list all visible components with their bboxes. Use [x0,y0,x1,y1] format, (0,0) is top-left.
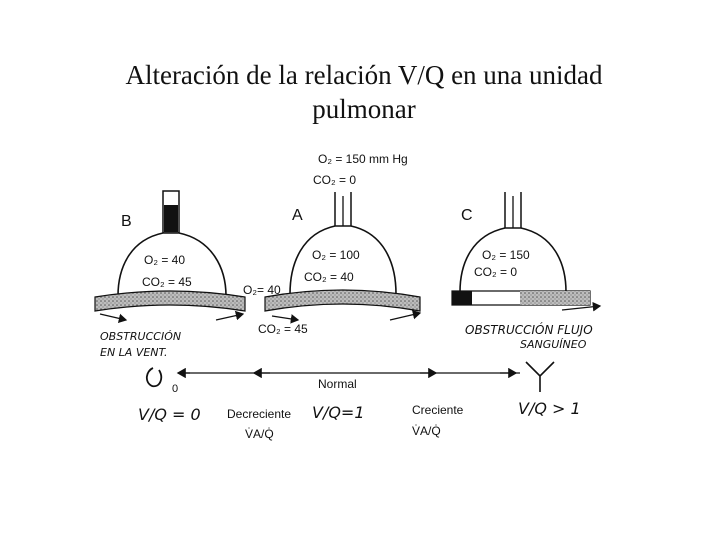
unit-c-note-line1: OBSTRUCCIÓN FLUJO [465,322,593,337]
vq-zero-handwritten: V/Q = 0 [138,405,201,424]
unit-a-flow-arrow-out [390,313,420,320]
venous-co2-label: CO₂ = 45 [258,322,308,336]
vq-scale: 0 Normal Decreciente V̇A/Q̇ Creciente V̇… [138,362,581,441]
unit-b-letter: B [121,213,132,230]
inspired-o2-label: O₂ = 150 mm Hg [318,152,408,166]
unit-a-co2: CO₂ = 40 [304,270,354,284]
unit-a-o2: O₂ = 100 [312,248,360,262]
scale-normal-label: Normal [318,377,357,391]
inspired-co2-label: CO₂ = 0 [313,173,356,187]
infinity-symbol-icon [526,362,554,392]
vq-one-handwritten: V/Q=1 [312,403,365,422]
scale-decreasing-label: Decreciente [227,407,291,421]
zero-symbol-icon [147,368,161,386]
unit-b-o2: O₂ = 40 [144,253,185,267]
scale-increasing-ratio: V̇A/Q̇ [412,424,441,438]
unit-b-flow-arrow-out [216,314,243,320]
vq-gt-one-handwritten: V/Q > 1 [518,399,581,418]
scale-decreasing-ratio: V̇A/Q̇ [245,427,274,441]
unit-a-letter: A [292,207,303,224]
unit-c-co2: CO₂ = 0 [474,265,517,279]
unit-c-flow-arrow-out [562,306,600,310]
scale-zero-label: 0 [172,383,178,395]
unit-c-capillary-stipple [520,291,590,305]
unit-a-flow-arrow-in [272,316,298,320]
unit-b-note-line2: EN LA VENT. [100,346,167,359]
unit-c-letter: C [461,207,473,224]
alveolar-unit-a: A O₂ = 100 CO₂ = 40 [265,192,420,320]
alveolar-unit-b: B O₂ = 40 CO₂ = 45 [95,191,245,320]
unit-b-airway-obstruction [164,205,178,232]
unit-b-flow-arrow-in [100,314,126,320]
unit-c-capillary-obstruction [452,291,472,305]
unit-c-o2: O₂ = 150 [482,248,530,262]
unit-b-capillary [95,291,245,311]
unit-a-capillary [265,290,420,311]
unit-b-note-line1: OBSTRUCCIÓN [100,330,181,343]
alveolar-unit-c: C O₂ = 150 CO₂ = 0 [452,192,600,310]
venous-o2-label: O₂= 40 [243,283,281,297]
scale-increasing-label: Creciente [412,403,464,417]
unit-c-note-line2: SANGUÍNEO [520,338,587,351]
unit-b-co2: CO₂ = 45 [142,275,192,289]
